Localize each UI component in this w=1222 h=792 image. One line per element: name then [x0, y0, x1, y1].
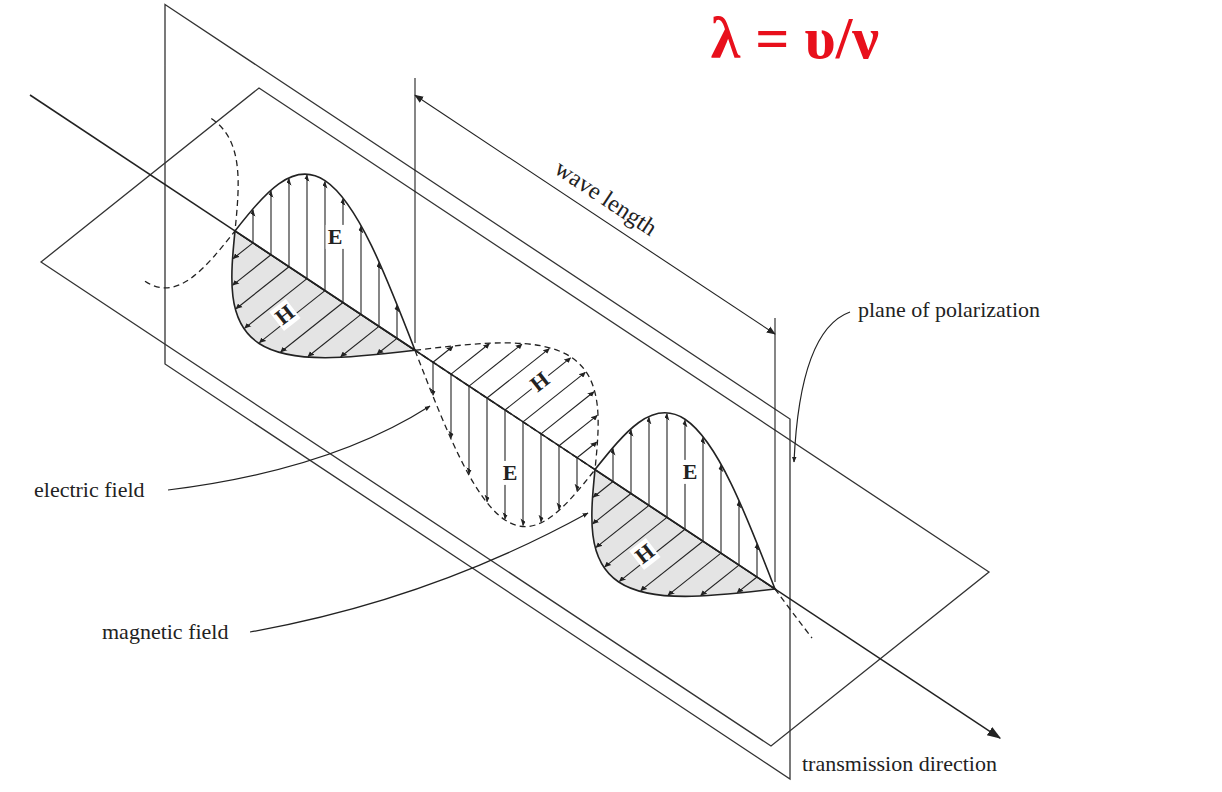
- leader-line: [168, 406, 430, 490]
- electric-lobe: [415, 350, 595, 579]
- extension-line: [414, 78, 415, 343]
- callout-label: magnetic field: [100, 620, 230, 644]
- electric-curve: [775, 589, 812, 638]
- field-letter: E: [501, 461, 520, 485]
- field-letter: H: [524, 366, 556, 398]
- callout-label: plane of polarization: [856, 298, 1042, 322]
- electric-vectors: [433, 362, 577, 566]
- transmission-axis: [30, 95, 1000, 738]
- leader-line: [794, 312, 850, 462]
- field-letter: E: [326, 225, 345, 249]
- dimension-line: [415, 95, 775, 334]
- electric-lobe: [235, 121, 415, 350]
- callout-label: electric field: [32, 478, 147, 502]
- electric-vectors: [613, 373, 757, 577]
- dimension-label: wave length: [548, 154, 663, 243]
- electric-curve: [145, 171, 235, 341]
- magnetic-vectors: [547, 482, 757, 630]
- leader-line: [250, 513, 588, 632]
- extension-line: [774, 318, 775, 582]
- formula-title: λ = υ/ν: [711, 5, 879, 71]
- field-letter: E: [681, 460, 700, 484]
- axis-label: transmission direction: [800, 752, 999, 776]
- electric-lobe: [595, 360, 775, 589]
- magnetic-vectors: [187, 243, 397, 391]
- electric-vectors: [253, 134, 397, 338]
- magnetic-vectors: [433, 310, 643, 458]
